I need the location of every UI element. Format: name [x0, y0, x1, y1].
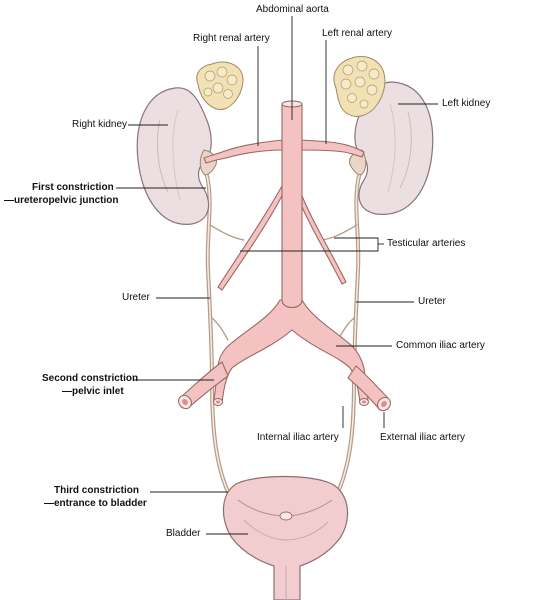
right-testicular-artery	[217, 185, 287, 291]
label-third-constriction: Third constriction	[54, 485, 139, 496]
label-bladder: Bladder	[166, 528, 201, 539]
label-left-kidney: Left kidney	[442, 98, 491, 109]
left-testicular-artery	[293, 185, 347, 285]
ureters	[204, 170, 362, 494]
arteries	[181, 100, 389, 411]
label-left-renal-artery: Left renal artery	[322, 28, 393, 39]
right-renal-artery	[203, 139, 285, 164]
abdominal-aorta	[281, 100, 303, 309]
right-adrenal-gland	[196, 61, 244, 111]
iliac-bifurcation	[213, 299, 369, 403]
label-ureter-left: Ureter	[418, 296, 446, 307]
label-second-constriction: Second constriction	[42, 373, 139, 384]
right-kidney	[136, 87, 212, 225]
bladder	[222, 475, 349, 600]
label-internal-iliac-artery: Internal iliac artery	[257, 432, 339, 443]
label-common-iliac-artery: Common iliac artery	[396, 340, 485, 351]
leader-lines	[116, 16, 438, 535]
left-kidney	[354, 81, 434, 215]
left-renal-artery	[299, 139, 365, 158]
label-ureteropelvic-junction: —ureteropelvic junction	[4, 195, 119, 206]
label-testicular-arteries: Testicular arteries	[387, 238, 466, 249]
label-right-kidney: Right kidney	[72, 119, 128, 130]
left-adrenal-gland	[333, 55, 386, 117]
label-abdominal-aorta: Abdominal aorta	[256, 4, 329, 15]
label-first-constriction: First constriction	[32, 182, 114, 193]
label-entrance-to-bladder: —entrance to bladder	[44, 498, 147, 509]
label-ureter-right: Ureter	[122, 292, 150, 303]
label-right-renal-artery: Right renal artery	[193, 33, 270, 44]
label-pelvic-inlet: —pelvic inlet	[62, 386, 124, 397]
label-external-iliac-artery: External iliac artery	[380, 432, 466, 443]
